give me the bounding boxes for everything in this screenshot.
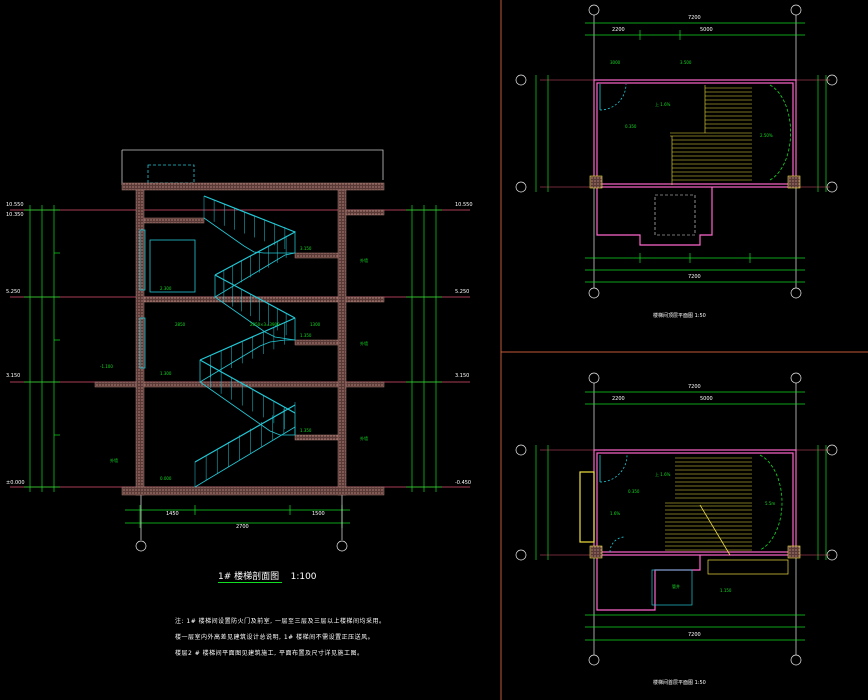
section-axis — [135, 490, 348, 552]
floor-reference-lines — [10, 209, 470, 488]
dim-text: 7200 — [688, 632, 701, 638]
svg-text:外墙: 外墙 — [110, 457, 118, 463]
level-mark: 10.550 — [455, 202, 473, 208]
plan-top-stair — [670, 85, 752, 185]
svg-text:外墙: 外墙 — [360, 257, 368, 263]
stair-flights — [194, 195, 296, 488]
svg-text:上 1.6%: 上 1.6% — [655, 471, 671, 477]
svg-text:1.150: 1.150 — [720, 588, 732, 593]
plan-top-view: 上 1.6% 0.350 2.50% 3000 3.500 — [515, 4, 838, 299]
svg-text:3.500: 3.500 — [680, 60, 692, 65]
dim-text: 5000 — [700, 396, 713, 402]
plan-bottom-dims — [535, 391, 827, 641]
section-dim-left — [24, 205, 60, 492]
svg-text:-1.100: -1.100 — [100, 364, 113, 369]
plan-top-axis — [515, 4, 838, 299]
svg-text:1.350: 1.350 — [300, 333, 312, 338]
svg-text:管井: 管井 — [672, 583, 680, 589]
section-openings — [139, 229, 196, 369]
svg-text:外墙: 外墙 — [360, 435, 368, 441]
roof-outline — [121, 149, 384, 185]
plan-bottom-caption: 楼梯间首层平面图 1:50 — [653, 680, 706, 686]
plan-bottom-stair — [665, 457, 752, 551]
dim-text: 7200 — [688, 384, 701, 390]
stair-balusters — [194, 196, 296, 487]
section-labels-green: 3.150 1.350 1.350 2.300 1.300 0.000 2850… — [100, 246, 368, 481]
dim-text: 2200 — [612, 396, 625, 402]
section-note-1: 注: 1# 楼梯间设置防火门及前室, 一层至三层及三层以上楼梯间均采用。 — [175, 618, 386, 625]
svg-text:外墙: 外墙 — [360, 340, 368, 346]
level-mark: 3.150 — [6, 373, 21, 379]
svg-text:1.300: 1.300 — [160, 371, 172, 376]
plan-bottom-walls — [579, 449, 797, 611]
section-note-3: 楼层2 # 楼梯间平面图见建筑施工, 平面布置及尺寸详见施工图。 — [175, 650, 364, 657]
plan-bottom-axis — [515, 372, 838, 666]
level-mark: 5.250 — [6, 289, 21, 295]
svg-text:2.300: 2.300 — [160, 286, 172, 291]
svg-text:1300: 1300 — [310, 322, 321, 327]
svg-text:0.350: 0.350 — [625, 124, 637, 129]
level-mark: ±0.000 — [6, 480, 25, 486]
dim-text: 2700 — [236, 524, 249, 530]
section-scale: 1:100 — [290, 572, 317, 582]
svg-text:5.5m: 5.5m — [765, 501, 775, 506]
dim-text: 7200 — [688, 15, 701, 21]
svg-text:2850×3=3900: 2850×3=3900 — [250, 322, 280, 327]
section-note-2: 楼一层室内外高差见建筑设计总说明, 1# 楼梯间不需设置正压送风。 — [175, 634, 375, 641]
plan-top-walls — [593, 79, 797, 246]
svg-text:3000: 3000 — [610, 60, 621, 65]
section-title-underline — [218, 582, 282, 583]
plan-bottom-doors — [599, 454, 783, 556]
plan-top-caption: 楼梯间顶层平面图 1:50 — [653, 313, 706, 319]
svg-text:1.6%: 1.6% — [610, 511, 620, 516]
svg-text:1.350: 1.350 — [300, 428, 312, 433]
level-mark: -0.450 — [455, 480, 472, 486]
section-view: 3.150 1.350 1.350 2.300 1.300 0.000 2850… — [10, 149, 470, 552]
svg-text:上 1.6%: 上 1.6% — [655, 101, 671, 107]
svg-text:2.50%: 2.50% — [760, 133, 773, 138]
plan-bottom-view: 上 1.6% 0.350 5.5m 管井 1.150 1.6% — [515, 372, 838, 666]
svg-text:0.350: 0.350 — [628, 489, 640, 494]
level-mark: 3.150 — [455, 373, 470, 379]
dim-text: 1450 — [166, 511, 179, 517]
plan-top-columns — [589, 175, 801, 189]
dim-text: 2200 — [612, 27, 625, 33]
svg-text:3.150: 3.150 — [300, 246, 312, 251]
dim-text: 7200 — [688, 274, 701, 280]
viewport-dividers — [500, 0, 868, 700]
section-title-text: 1# 楼梯剖面图 — [218, 572, 280, 582]
level-mark: 10.550 — [6, 202, 24, 208]
dim-text: 1500 — [312, 511, 325, 517]
svg-text:0.000: 0.000 — [160, 476, 172, 481]
section-title: 1# 楼梯剖面图 1:100 — [218, 569, 317, 582]
level-mark: 10.350 — [6, 212, 24, 218]
level-mark: 5.250 — [455, 289, 470, 295]
plan-bottom-columns — [589, 545, 801, 559]
plan-top-doors — [599, 83, 792, 181]
svg-text:2850: 2850 — [175, 322, 186, 327]
dim-text: 5000 — [700, 27, 713, 33]
plan-top-dims — [535, 22, 827, 283]
section-dim-right — [406, 205, 442, 492]
